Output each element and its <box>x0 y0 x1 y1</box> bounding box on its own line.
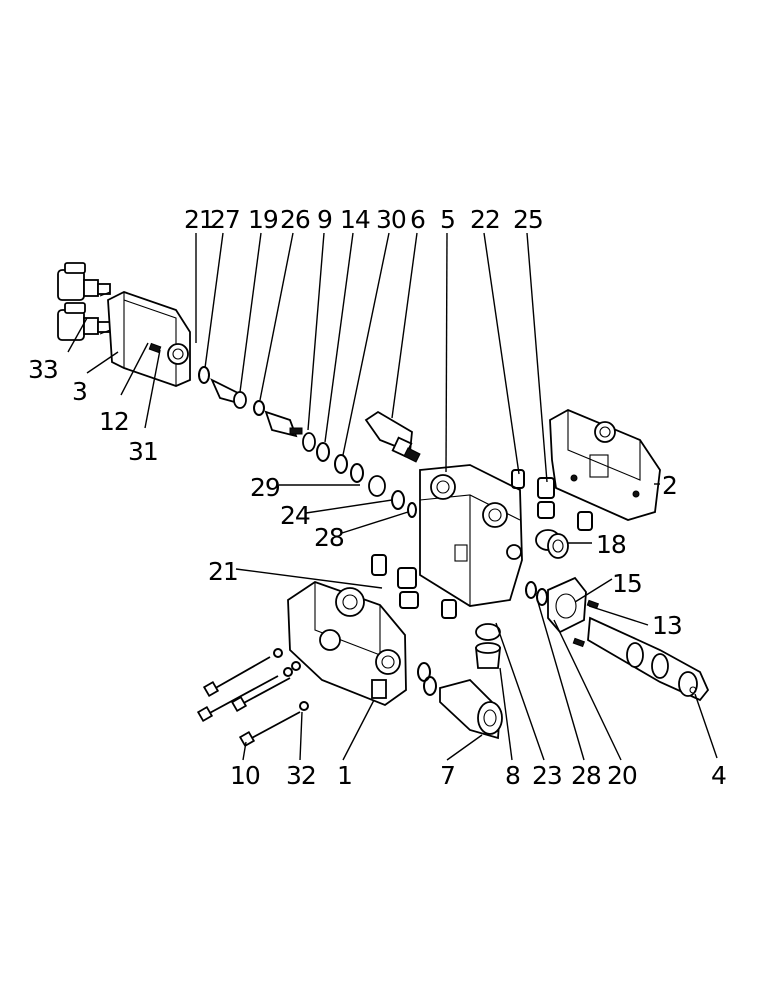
lower-cartridge <box>417 623 503 740</box>
callout-22: 22 <box>470 205 500 234</box>
bolts-washers <box>196 648 309 748</box>
callout-24: 24 <box>280 501 310 530</box>
main-valve-section <box>419 464 523 607</box>
orings-upper <box>316 442 417 518</box>
callout-8: 8 <box>505 761 520 790</box>
callout-21-middle: 21 <box>208 557 238 586</box>
callout-1: 1 <box>337 761 352 790</box>
callout-3: 3 <box>72 377 87 406</box>
solenoid-connectors <box>57 262 111 341</box>
callout-14: 14 <box>340 205 370 234</box>
spool-assembly <box>525 576 710 702</box>
callout-10: 10 <box>230 761 260 790</box>
callout-33: 33 <box>28 355 58 384</box>
relief-cartridge <box>364 410 421 463</box>
callout-19: 19 <box>248 205 278 234</box>
callout-28-bottom: 28 <box>571 761 601 790</box>
callout-7: 7 <box>440 761 455 790</box>
callout-15: 15 <box>612 569 642 598</box>
callout-26: 26 <box>280 205 310 234</box>
callout-6: 6 <box>410 205 425 234</box>
callout-29: 29 <box>250 473 280 502</box>
callout-12: 12 <box>99 407 129 436</box>
spool-parts <box>198 366 316 452</box>
callout-18: 18 <box>596 530 626 559</box>
callout-5: 5 <box>440 205 455 234</box>
callout-32: 32 <box>286 761 316 790</box>
callout-30: 30 <box>376 205 406 234</box>
callout-13: 13 <box>652 611 682 640</box>
callout-9: 9 <box>317 205 332 234</box>
callout-numbers: 21 27 19 26 9 14 30 6 5 22 25 33 3 12 31… <box>28 205 727 790</box>
callout-20: 20 <box>607 761 637 790</box>
callout-4: 4 <box>711 761 726 790</box>
callout-28-middle: 28 <box>314 523 344 552</box>
callout-21-top: 21 <box>184 205 214 234</box>
callout-27: 27 <box>210 205 240 234</box>
solenoid-housing <box>107 291 191 387</box>
callout-31: 31 <box>128 437 158 466</box>
port-body <box>287 581 407 707</box>
leader-lines <box>67 232 718 761</box>
plug <box>535 529 569 559</box>
callout-23: 23 <box>532 761 562 790</box>
callout-2: 2 <box>662 471 677 500</box>
callout-25: 25 <box>513 205 543 234</box>
end-cover <box>549 409 661 521</box>
